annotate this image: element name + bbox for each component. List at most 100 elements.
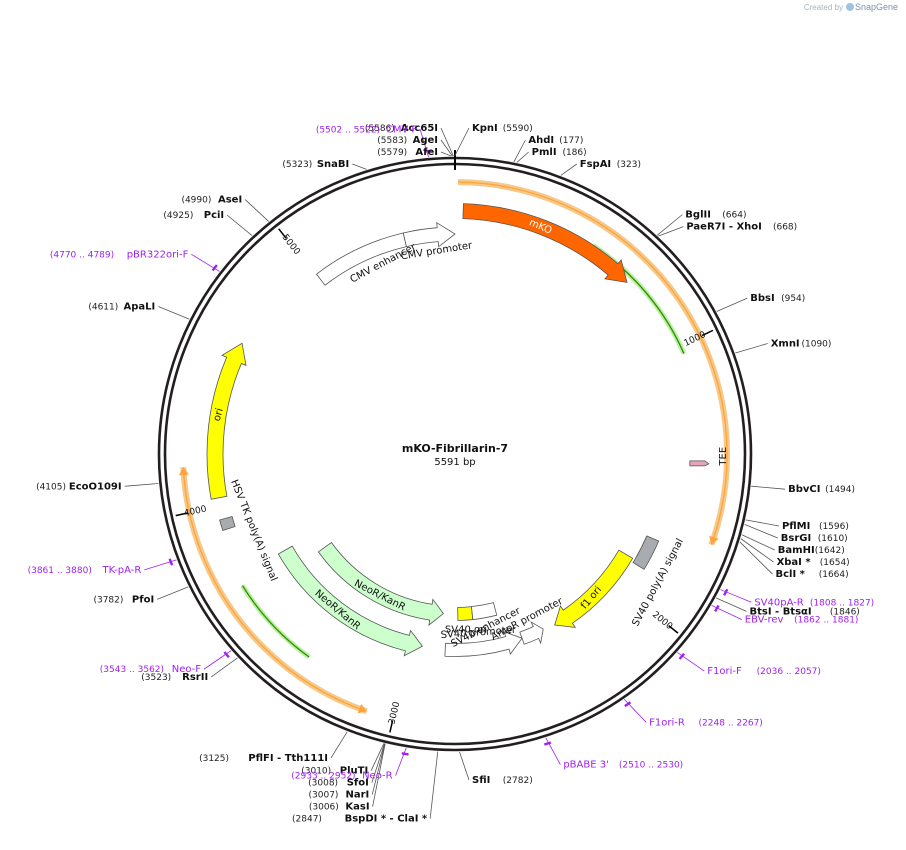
site-name: BclI * [776, 569, 806, 580]
site-leader-line [352, 163, 367, 170]
site-leader-line [330, 731, 348, 759]
feature-tee[interactable] [689, 460, 710, 467]
feature-ampr-promoter[interactable] [519, 621, 544, 645]
primer-label[interactable]: pBR322ori-F(4770 .. 4789) [50, 249, 189, 260]
primer-range: (2933 .. 2952) [291, 772, 355, 782]
site-leader-line [751, 485, 786, 490]
site-leader-line [740, 538, 774, 563]
site-label[interactable]: AgeI (5583) [377, 135, 438, 146]
feature-cmv-enhancer[interactable] [315, 232, 407, 286]
feature-sv40-ori[interactable] [457, 606, 474, 621]
tick-mark [278, 228, 287, 239]
orf-bottom-arc-line [199, 547, 367, 712]
site-position: (664) [722, 211, 746, 221]
site-label[interactable]: BglII(664) [685, 210, 746, 221]
feature-label: HSV TK poly(A) signal [228, 478, 279, 583]
site-leader-line [440, 127, 454, 157]
site-label[interactable]: BbsI(954) [750, 293, 805, 304]
feature-cmv-promoter[interactable] [402, 221, 456, 248]
primer-label[interactable]: F1ori-F(2036 .. 2057) [707, 666, 821, 677]
primer-name: EBV-rev [745, 615, 784, 626]
site-name: PaeR7I - XhoI [686, 222, 762, 233]
site-label[interactable]: XbaI *(1654) [777, 557, 850, 568]
feature-sv40-promoter[interactable] [444, 631, 523, 657]
site-label[interactable]: PluTI(3010) [301, 766, 368, 777]
site-label[interactable]: BspDI * - ClaI *(2847) [292, 814, 428, 825]
feature-f1-ori[interactable] [554, 549, 634, 628]
site-label[interactable]: ApaLI(4611) [88, 302, 155, 313]
site-position: (3782) [93, 595, 123, 605]
site-label[interactable]: AseI(4990) [181, 195, 242, 206]
site-position: (3125) [199, 754, 229, 764]
site-name: AgeI [413, 135, 438, 146]
site-label[interactable]: FspAI(323) [580, 159, 641, 170]
site-label[interactable]: PaeR7I - XhoI(668) [686, 222, 797, 233]
site-label[interactable]: BtsI - BtsαI(1846) [750, 606, 860, 617]
site-label[interactable]: SfiI(2782) [472, 775, 533, 786]
feature-label: NeoR/KanR [312, 588, 362, 632]
site-label[interactable]: Acc65I(5586) [365, 123, 438, 134]
site-label[interactable]: EcoO109I(4105) [36, 481, 122, 492]
plasmid-name[interactable]: mKO-Fibrillarin-7 [402, 442, 508, 455]
feature-neor-kanr[interactable] [277, 545, 423, 657]
primer-label[interactable]: pBABE 3'(2510 .. 2530) [563, 759, 683, 770]
site-label[interactable]: KasI(3006) [309, 802, 370, 813]
primer-label[interactable]: CMV-F(5502 .. 5522) [316, 124, 418, 135]
feature-sv40-enhancer[interactable] [471, 602, 498, 620]
site-leader-line [440, 139, 453, 157]
site-label[interactable]: PflMI(1596) [782, 521, 849, 532]
site-leader-line [715, 597, 747, 612]
primer-name: pBABE 3' [563, 759, 609, 770]
site-label[interactable]: SfoI(3008) [308, 778, 369, 789]
primer-label[interactable]: Neo-F(3543 .. 3562) [100, 664, 202, 675]
primer-label[interactable]: TK-pA-R(3861 .. 3880) [28, 565, 142, 576]
site-name: PluTI [340, 766, 368, 777]
primer-range: (4770 .. 4789) [50, 250, 114, 260]
site-label[interactable]: XmnI(1090) [771, 338, 832, 349]
credit-brand[interactable]: SnapGene [854, 2, 898, 12]
site-position: (5583) [377, 136, 407, 146]
orf-forward-arc-arrowhead [709, 535, 719, 545]
site-label[interactable]: BbvCI(1494) [788, 484, 855, 495]
site-position: (2847) [292, 815, 322, 825]
orf-green-bottom-line [241, 585, 310, 658]
site-label[interactable]: BsrGI(1610) [781, 533, 848, 544]
primer-label[interactable]: Neo-R(2933 .. 2952) [291, 771, 392, 782]
site-label[interactable]: NarI(3007) [309, 790, 370, 801]
site-label[interactable]: SnaBI(5323) [282, 159, 349, 170]
site-position: (4990) [181, 196, 211, 206]
feature-hsv-tk-poly-a-signal[interactable] [219, 516, 236, 532]
primer-label[interactable]: SV40pA-R(1808 .. 1827) [754, 597, 874, 608]
primer-label[interactable]: EBV-rev(1862 .. 1881) [745, 615, 859, 626]
site-name: PciI [204, 210, 224, 221]
tick-mark [668, 625, 679, 634]
site-name: RsrII [182, 672, 208, 683]
site-label[interactable]: AhdI(177) [528, 135, 583, 146]
primer-label[interactable]: F1ori-R(2248 .. 2267) [649, 717, 763, 728]
primer-range: (1808 .. 1827) [810, 598, 874, 608]
site-position: (1090) [801, 339, 831, 349]
site-label[interactable]: PmlI(186) [532, 147, 587, 158]
primer-leader-line [545, 737, 561, 765]
site-label[interactable]: PfoI(3782) [93, 594, 154, 605]
site-label[interactable]: PflFI - Tth111I(3125) [199, 753, 328, 764]
site-position: (4105) [36, 482, 66, 492]
feature-ori[interactable] [206, 342, 247, 500]
feature-label: TEE [718, 447, 729, 467]
site-leader-line [459, 751, 470, 781]
feature-label: ori [212, 407, 226, 423]
site-label[interactable]: AfeI(5579) [377, 147, 438, 158]
site-position: (186) [562, 148, 586, 158]
tick-mark [701, 329, 714, 337]
site-label[interactable]: BamHI(1642) [778, 545, 845, 556]
tick-mark [175, 512, 188, 517]
feature-neor-kanr[interactable] [317, 541, 444, 626]
site-label[interactable]: KpnI(5590) [472, 123, 533, 134]
site-label[interactable]: RsrII(3523) [141, 672, 208, 683]
feature-sv40-poly-a-signal[interactable] [632, 535, 660, 570]
site-label[interactable]: PciI(4925) [163, 210, 224, 221]
site-label[interactable]: BclI *(1664) [776, 569, 849, 580]
feature-mko[interactable] [462, 203, 628, 283]
site-leader-line [516, 151, 529, 163]
